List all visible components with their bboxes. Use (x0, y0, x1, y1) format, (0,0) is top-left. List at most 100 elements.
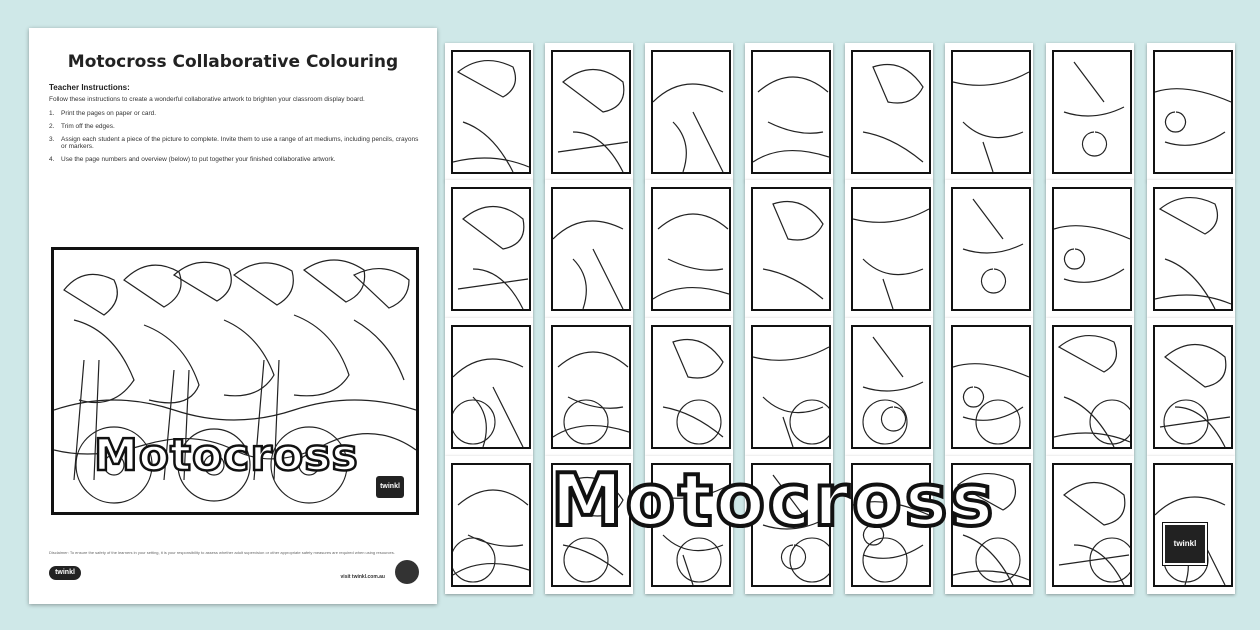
twinkl-logo: twinkl (49, 566, 81, 580)
tile-card (445, 318, 533, 456)
tile-artwork (651, 463, 731, 587)
tile-card (545, 43, 633, 181)
tile-line-art (853, 208, 929, 309)
tile-artwork (951, 50, 1031, 174)
tile-artwork (1052, 50, 1132, 174)
tile-card (645, 456, 733, 594)
tile-line-art (1155, 197, 1231, 309)
tile-artwork (451, 325, 531, 449)
tile-card (645, 43, 733, 181)
tile-line-art (1058, 482, 1130, 585)
tile-card (1147, 318, 1235, 456)
instruction-step: 1.Print the pages on paper or card. (49, 110, 157, 117)
tile-card (845, 43, 933, 181)
footer-badge-icon (395, 560, 419, 584)
motocross-line-art (54, 259, 416, 504)
tile-artwork (451, 187, 531, 311)
tile-card (1147, 180, 1235, 318)
tile-card (545, 180, 633, 318)
tile-artwork (851, 50, 931, 174)
tile-artwork (951, 187, 1031, 311)
tile-artwork (851, 325, 931, 449)
tile-artwork (851, 463, 931, 587)
tile-card (445, 180, 533, 318)
tile-line-art (953, 363, 1029, 445)
tile-line-art (753, 346, 829, 447)
tile-artwork (551, 187, 631, 311)
tile-line-art (653, 484, 729, 585)
tile-card (745, 456, 833, 594)
tile-card (845, 456, 933, 594)
tile-artwork (751, 50, 831, 174)
tile-line-art (1159, 344, 1231, 447)
tile-line-art (962, 198, 1024, 294)
tile-line-art (453, 358, 524, 447)
tile-card (1147, 43, 1235, 181)
tile-artwork (751, 463, 831, 587)
disclaimer: Disclaimer: To ensure the safety of the … (49, 550, 395, 555)
tile-line-art (453, 60, 529, 172)
tile-artwork (1052, 325, 1132, 449)
tile-line-art (853, 501, 929, 583)
sheet-title: Motocross Collaborative Colouring (67, 52, 399, 72)
tile-line-art (1063, 61, 1125, 157)
instruction-step: 3.Assign each student a piece of the pic… (49, 136, 419, 150)
tile-line-art (953, 473, 1029, 585)
tile-artwork (851, 187, 931, 311)
tile-line-art (653, 213, 729, 300)
tile-artwork (451, 50, 531, 174)
tile-card (945, 318, 1033, 456)
tile-artwork (1052, 187, 1132, 311)
tile-card (945, 456, 1033, 594)
tile-card (845, 318, 933, 456)
tile-card (1046, 43, 1134, 181)
tile-card (645, 180, 733, 318)
tile-artwork (651, 325, 731, 449)
preview-word: Motocross (93, 429, 359, 483)
tile-artwork (651, 50, 731, 174)
instruction-steps: 1.Print the pages on paper or card. 2.Tr… (49, 110, 419, 169)
overview-illustration: Motocross twinkl (51, 247, 419, 515)
instruction-step: 2.Trim off the edges. (49, 123, 115, 130)
tile-line-art (557, 69, 629, 172)
instructions-heading: Teacher Instructions: (49, 83, 130, 92)
instruction-sheet: Motocross Collaborative Colouring Teache… (29, 28, 437, 604)
tile-line-art (453, 489, 529, 583)
tile-card (645, 318, 733, 456)
tile-line-art (862, 63, 924, 163)
tile-card (1046, 318, 1134, 456)
tile-line-art (1054, 335, 1130, 447)
tile-artwork (951, 463, 1031, 587)
tile-artwork (451, 463, 531, 587)
tile-line-art (953, 71, 1029, 172)
footer-url: visit twinkl.com.au (340, 574, 385, 580)
tile-card (745, 43, 833, 181)
tile-card (445, 456, 533, 594)
tile-artwork (1153, 187, 1233, 311)
tile-artwork (651, 187, 731, 311)
tile-card (745, 180, 833, 318)
tile-card (545, 456, 633, 594)
tile-artwork (1153, 50, 1233, 174)
tile-card (445, 43, 533, 181)
instruction-step: 4.Use the page numbers and overview (bel… (49, 156, 336, 163)
tile-card (845, 180, 933, 318)
tile-line-art (753, 76, 829, 163)
tile-line-art (653, 83, 724, 172)
tile-artwork (1052, 463, 1132, 587)
tile-line-art (553, 351, 629, 445)
tile-card (1046, 180, 1134, 318)
tile-card (1046, 456, 1134, 594)
tile-line-art (562, 476, 624, 583)
tile-artwork (951, 325, 1031, 449)
tile-line-art (662, 338, 724, 445)
tile-artwork (551, 463, 631, 587)
tile-artwork (1153, 325, 1233, 449)
tile-line-art (762, 200, 824, 300)
tile-logo: twinkl (1162, 522, 1208, 566)
tile-card (945, 43, 1033, 181)
tile-artwork (751, 325, 831, 449)
tile-line-art (1155, 88, 1231, 146)
instructions-intro: Follow these instructions to create a wo… (49, 96, 365, 103)
tile-card (745, 318, 833, 456)
